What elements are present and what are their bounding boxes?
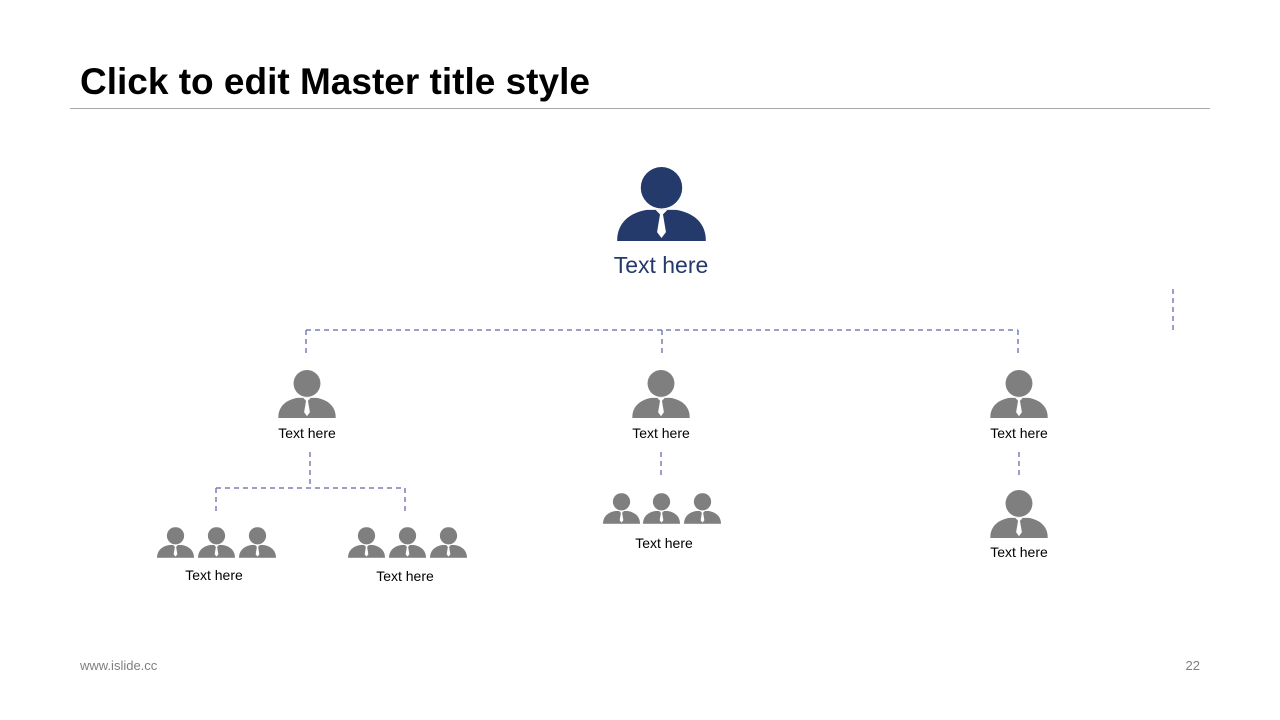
team-member-person-icon bbox=[389, 527, 426, 558]
team-member-person-icon bbox=[603, 493, 640, 524]
team-member-person-icon bbox=[643, 493, 680, 524]
right-manager-label[interactable]: Text here bbox=[990, 425, 1048, 441]
team-left-b-label[interactable]: Text here bbox=[376, 568, 434, 584]
team-member-person-icon bbox=[198, 527, 235, 558]
page-number: 22 bbox=[1185, 658, 1200, 673]
footer-website: www.islide.cc bbox=[80, 658, 158, 673]
center-manager-label[interactable]: Text here bbox=[632, 425, 690, 441]
team-right-label[interactable]: Text here bbox=[990, 544, 1048, 560]
team-center-label[interactable]: Text here bbox=[635, 535, 693, 551]
team-member-person-icon bbox=[430, 527, 467, 558]
team-member-person-icon bbox=[348, 527, 385, 558]
left-manager-label[interactable]: Text here bbox=[278, 425, 336, 441]
root-label[interactable]: Text here bbox=[613, 252, 709, 278]
left-manager-person-icon bbox=[278, 370, 336, 418]
center-manager-person-icon bbox=[632, 370, 690, 418]
right-manager-person-icon bbox=[990, 370, 1048, 418]
root-person-icon bbox=[617, 167, 706, 241]
team-left-a-label[interactable]: Text here bbox=[185, 567, 243, 583]
team-member-person-icon bbox=[157, 527, 194, 558]
team-member-person-icon bbox=[239, 527, 276, 558]
slide-title[interactable]: Click to edit Master title style bbox=[80, 61, 590, 102]
title-divider bbox=[70, 108, 1210, 109]
team-right-person-icon bbox=[990, 490, 1048, 538]
team-member-person-icon bbox=[684, 493, 721, 524]
